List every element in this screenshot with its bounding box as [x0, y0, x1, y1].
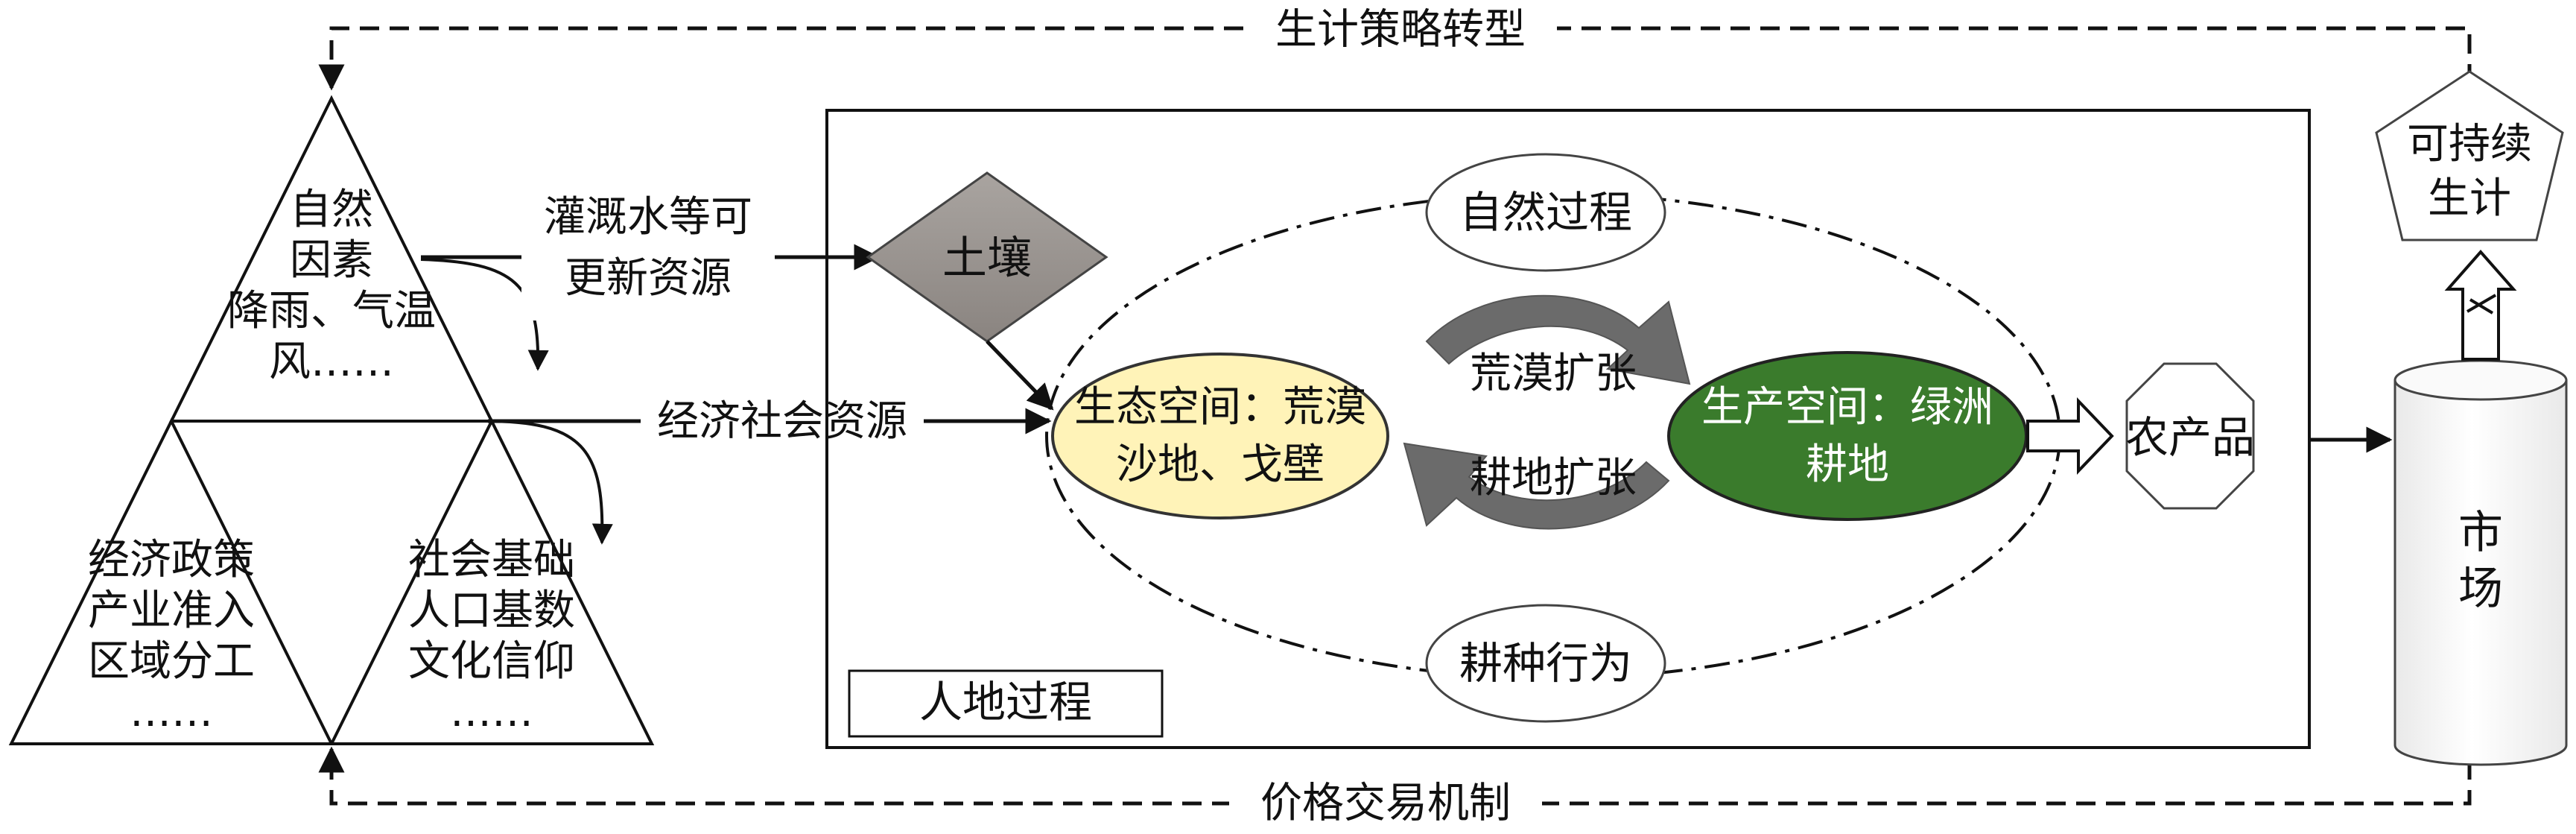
natural-factors-line-1: 自然 [290, 186, 373, 234]
natural-factors-line-2: 因素 [290, 236, 373, 285]
market-cylinder [2393, 359, 2568, 766]
economic-factors-line-3: 区域分工 [88, 637, 255, 686]
farmland-expansion-label: 耕地扩张 [1470, 454, 1637, 502]
production-space-line-2: 耕地 [1806, 440, 1889, 489]
sustainable-label-line-2: 生计 [2428, 174, 2511, 223]
social-factors-triangle [329, 417, 655, 745]
sustainable-livelihood-pentagon [2375, 70, 2564, 241]
farmland-expansion-curved-arrow [1403, 442, 1670, 530]
ecological-space-node [1051, 353, 1389, 519]
human-land-label-box [848, 669, 1164, 738]
soil-label: 土壤 [942, 233, 1032, 285]
economic-factors-line-4: …… [130, 688, 213, 736]
hollow-arrow-cross-mark [2466, 294, 2497, 315]
economic-factors-triangle [8, 417, 334, 745]
production-to-products-hollow-arrow [2026, 397, 2114, 475]
natural-process-node [1425, 153, 1666, 272]
market-label-line-1: 市 [2458, 507, 2503, 559]
human-land-label: 人地过程 [919, 677, 1092, 727]
farming-behavior-node [1425, 604, 1666, 723]
factor-pyramid [8, 95, 655, 745]
social-factors-line-1: 社会基础 [408, 536, 575, 584]
desert-expansion-curved-arrow [1425, 294, 1691, 385]
natural-factors-triangle [168, 95, 495, 423]
ecological-space-line-2: 沙地、戈壁 [1116, 440, 1325, 489]
natural-factors-line-3: 降雨、气温 [227, 287, 436, 335]
natural-process-label: 自然过程 [1459, 187, 1632, 238]
social-factors-line-2: 人口基数 [408, 587, 575, 635]
economic-factors-line-2: 产业准入 [88, 587, 255, 635]
soil-to-eco-arrow [986, 340, 1054, 411]
top-loop-label: 生计策略转型 [1275, 6, 1526, 54]
natural-factors-line-4: 风…… [269, 338, 394, 386]
ecological-space-line-1: 生态空间：荒漠 [1074, 383, 1366, 432]
agri-products-label: 农产品 [2125, 412, 2255, 463]
top-loop-arrow [318, 26, 2472, 91]
farming-behavior-label: 耕种行为 [1459, 638, 1632, 689]
social-factors-line-3: 文化信仰 [408, 637, 575, 686]
natural-to-econ-curve-arrow [420, 258, 549, 371]
irrigation-label-line-1: 灌溉水等可 [544, 193, 752, 241]
bottom-loop-label: 价格交易机制 [1260, 780, 1511, 828]
agri-products-octagon [2125, 362, 2255, 510]
market-label-line-2: 场 [2458, 563, 2503, 615]
social-factors-line-4: …… [450, 688, 533, 736]
economic-factors-line-1: 经济政策 [88, 536, 255, 584]
production-space-line-1: 生产空间：绿洲 [1701, 383, 1993, 432]
desert-expansion-label: 荒漠扩张 [1470, 350, 1637, 398]
production-space-node [1667, 351, 2028, 521]
sustainable-label-line-1: 可持续 [2407, 120, 2532, 168]
irrigation-label-line-2: 更新资源 [565, 254, 732, 303]
human-land-process-box [825, 109, 2311, 749]
econ-social-resources-label: 经济社会资源 [657, 397, 907, 446]
